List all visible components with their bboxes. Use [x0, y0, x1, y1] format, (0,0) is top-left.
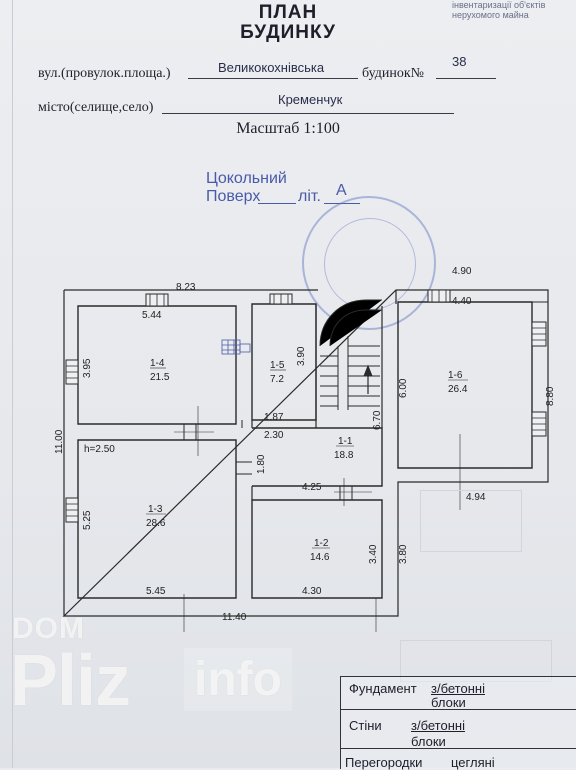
floor-name: Цокольний [206, 170, 287, 187]
dim-top-total: 8.23 [176, 282, 196, 293]
dim-stair-run: 6.70 [372, 410, 383, 430]
scale-label: Масштаб 1:100 [236, 120, 340, 137]
plan-walls [62, 289, 549, 617]
city-underline [162, 113, 454, 114]
city-label: місто(селище,село) [38, 100, 154, 115]
show-through-mark [420, 490, 522, 552]
dim-r5-height: 3.90 [296, 346, 307, 366]
lit-label: літ. [298, 188, 321, 205]
dim-r2-outer-height: 3.80 [398, 544, 409, 564]
dim-right-total: 8.80 [545, 386, 556, 406]
corner-note: інвентаризації об'єктів нерухомого майна [452, 0, 576, 20]
watermark-dom: DOM [12, 612, 85, 645]
spec-foundation-value-2: блоки [431, 695, 466, 710]
dim-r6-bottom: 4.94 [466, 492, 486, 503]
dim-r6-height: 6.00 [398, 378, 409, 398]
spec-foundation-value-1: з/бетонні [431, 681, 485, 696]
dim-r6-outer-width: 4.90 [452, 266, 472, 277]
spec-partitions-label: Перегородки [345, 755, 423, 770]
staircase [319, 299, 382, 410]
room-id: 1-6 [448, 370, 463, 381]
dim-r4-height: 3.95 [82, 358, 93, 378]
lit-value: А [336, 182, 347, 199]
room-id: 1-5 [270, 360, 285, 371]
room-1-4: 1-4 21.5 [150, 358, 170, 383]
room-1-6: 1-6 26.4 [448, 370, 468, 395]
dim-r6-inner-width: 4.40 [452, 296, 472, 307]
dim-r2-height: 3.40 [368, 544, 379, 564]
spec-walls-value-1: з/бетонні [411, 718, 465, 733]
room-1-2: 1-2 14.6 [310, 538, 330, 563]
spec-row-partitions: Перегородки цегляні [341, 749, 576, 770]
corner-note-line-2: нерухомого майна [452, 10, 529, 20]
floor-label: Поверх [206, 188, 261, 205]
dim-r2-width: 4.25 [302, 482, 322, 493]
dim-bottom-total: 11.40 [222, 612, 247, 623]
room-area: 21.5 [150, 372, 170, 383]
spec-table: Фундамент з/бетонні блоки Стіни з/бетонн… [340, 676, 576, 770]
room-area: 18.8 [334, 450, 354, 461]
street-underline [188, 78, 358, 79]
house-label: будинок№ [362, 66, 424, 81]
dim-corridor-width: 2.30 [264, 430, 284, 441]
dim-r4-width: 5.44 [142, 310, 162, 321]
ceiling-height: h=2.50 [84, 444, 115, 455]
room-area: 7.2 [270, 374, 284, 385]
spec-partitions-value: цегляні [451, 755, 495, 770]
spec-walls-label: Стіни [349, 718, 382, 733]
room-id: 1-2 [314, 538, 329, 549]
spec-row-foundation: Фундамент з/бетонні блоки [341, 677, 576, 710]
room-1-3: 1-3 28.6 [146, 504, 166, 529]
house-value: 38 [452, 54, 467, 69]
dim-r3-width: 5.45 [146, 586, 166, 597]
dim-r5-bottom: 1.87 [264, 412, 284, 423]
document-subtitle: БУДИНКУ [240, 22, 336, 43]
floor-underline [258, 203, 296, 204]
room-id: 1-3 [148, 504, 163, 515]
dim-corridor-height: 1.80 [256, 454, 267, 474]
page-fold [12, 0, 13, 768]
room-1-1: 1-1 18.8 [334, 436, 354, 461]
heater-icon [221, 339, 251, 355]
spec-walls-value-2: блоки [411, 734, 446, 749]
room-1-5: 1-5 7.2 [270, 360, 286, 385]
room-id: 1-4 [150, 358, 165, 369]
room-area: 28.6 [146, 518, 166, 529]
street-value: Великокохнівська [218, 60, 325, 75]
room-id: 1-1 [338, 436, 353, 447]
doors [174, 406, 372, 506]
dimension-lines [183, 434, 461, 632]
room-area: 26.4 [448, 384, 468, 395]
house-underline [436, 78, 496, 79]
watermark-pliz: Pliz [10, 641, 131, 721]
spec-row-walls: Стіни з/бетонні блоки [341, 710, 576, 749]
corner-note-line-1: інвентаризації об'єктів [452, 0, 546, 10]
watermark-info: info [184, 648, 292, 711]
spec-foundation-label: Фундамент [349, 681, 417, 696]
dim-left-total: 11.00 [54, 429, 65, 454]
window-glazing [66, 290, 546, 517]
city-value: Кременчук [278, 92, 343, 107]
dim-r2-bottom: 4.30 [302, 586, 322, 597]
document-title: ПЛАН [258, 2, 318, 23]
street-label: вул.(провулок.площа.) [38, 66, 171, 81]
dim-r3-height: 5.25 [82, 510, 93, 530]
room-area: 14.6 [310, 552, 330, 563]
